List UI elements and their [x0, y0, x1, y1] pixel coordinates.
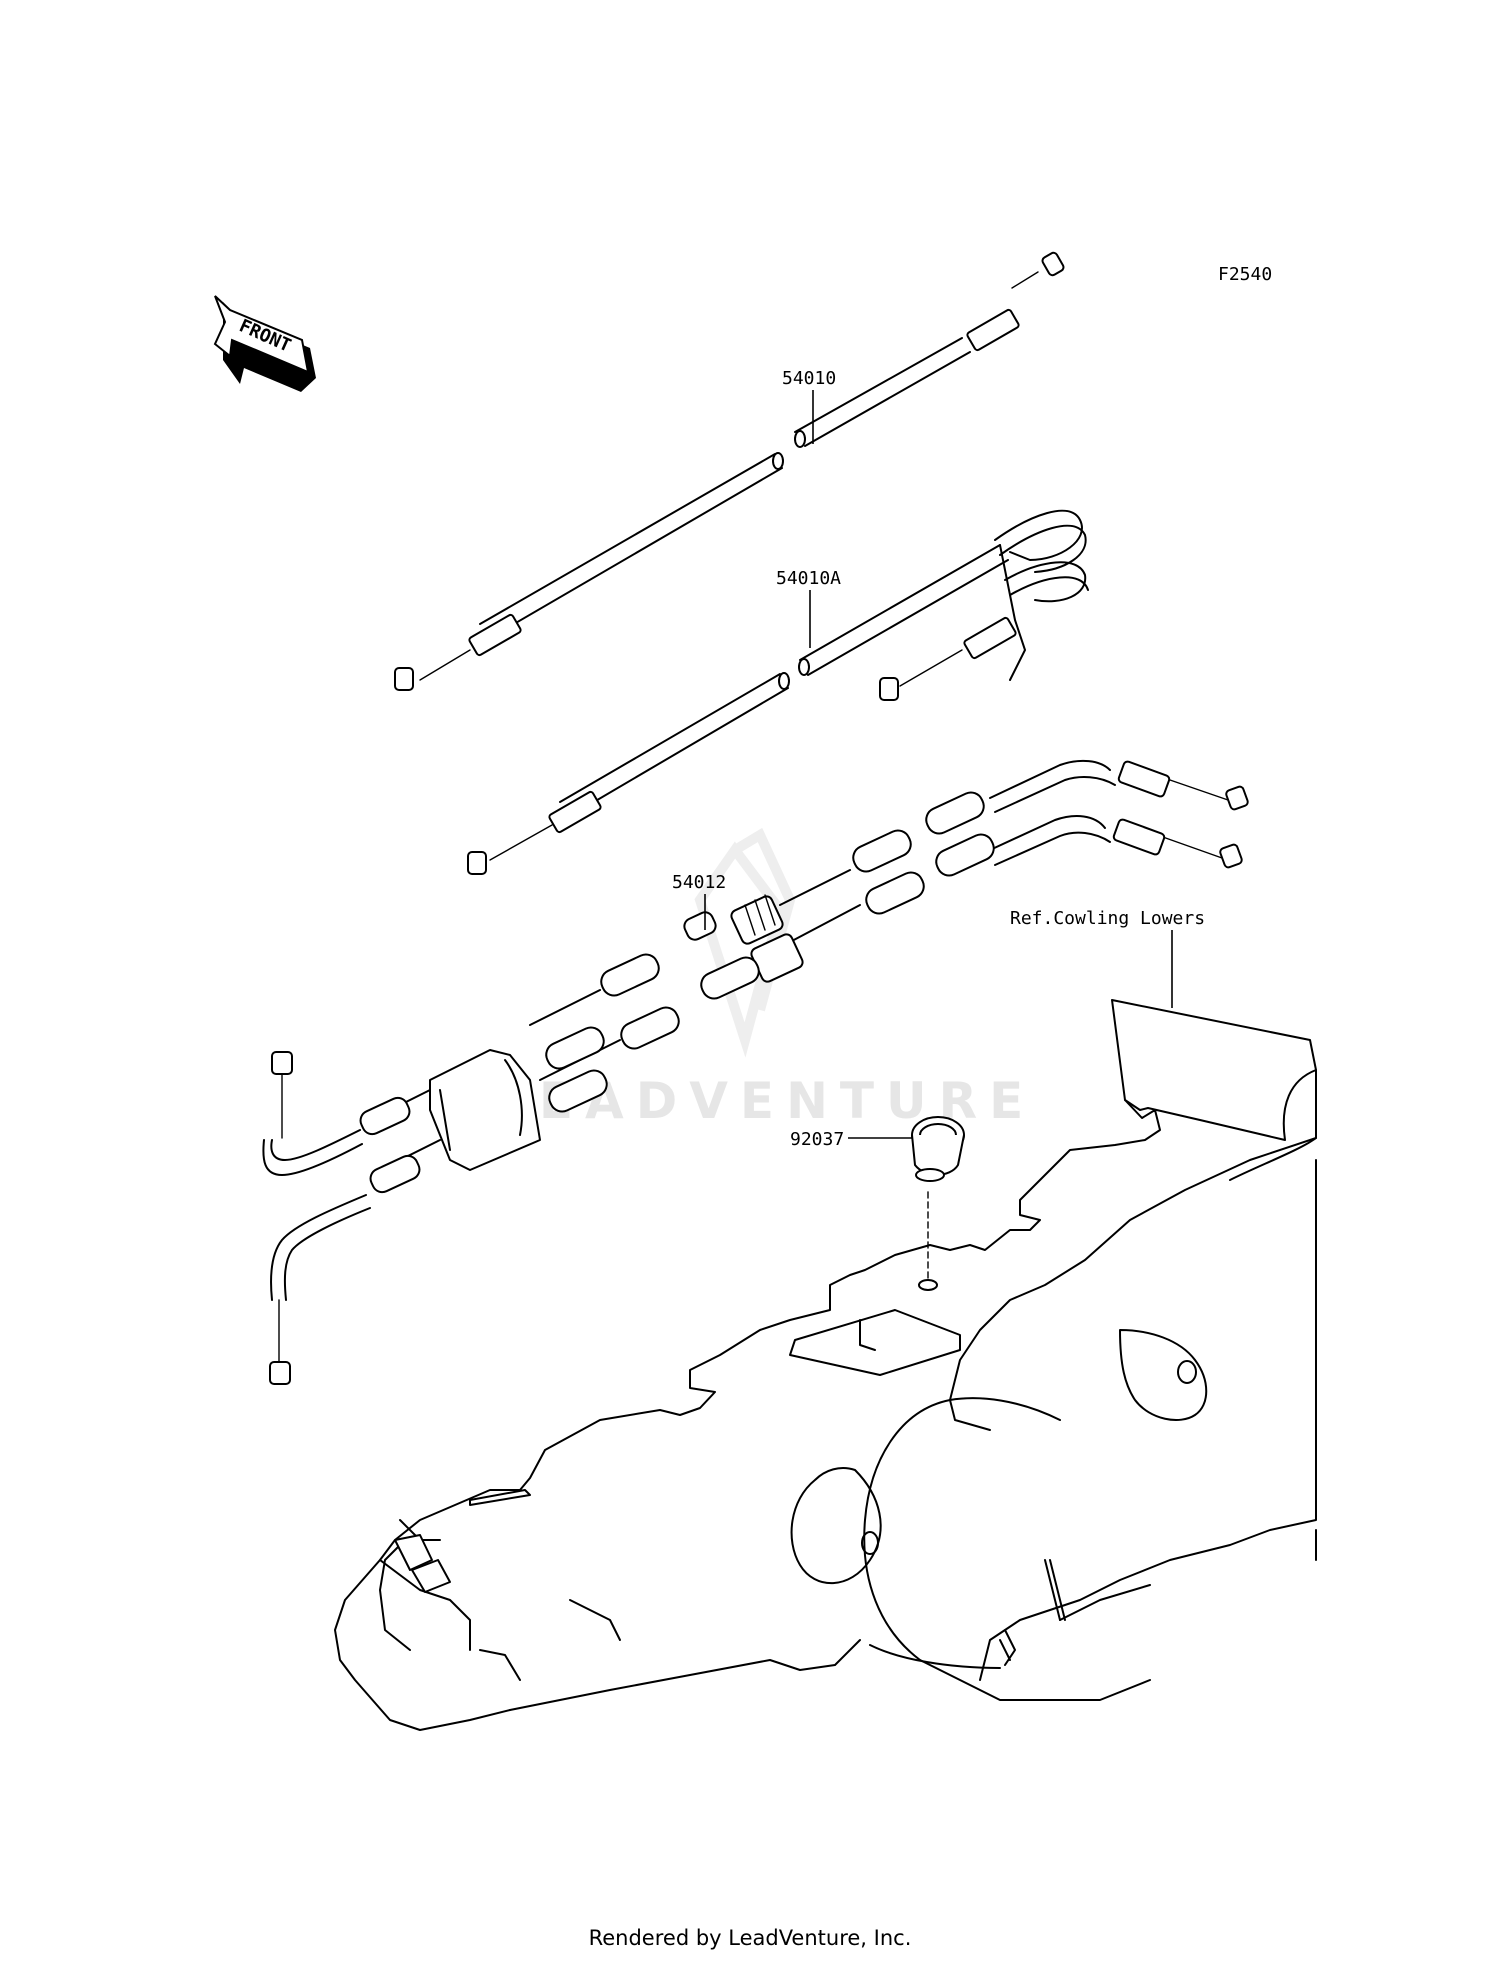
part-number-54010A: 54010A [776, 568, 841, 589]
footer-credit: Rendered by LeadVenture, Inc. [589, 1926, 912, 1950]
part-number-92037: 92037 [790, 1129, 844, 1150]
figure-code: F2540 [1218, 264, 1272, 285]
cable-54010 [394, 251, 1065, 691]
front-direction-arrow: FRONT [213, 295, 316, 392]
part-number-54010: 54010 [782, 368, 836, 389]
cable-54012 [262, 759, 1249, 1385]
grommet-92037 [911, 1116, 965, 1291]
part-number-54012: 54012 [672, 872, 726, 893]
cable-54010A [467, 509, 1089, 875]
part-callouts: 54010 54010A 54012 92037 Ref.Cowling Low… [672, 368, 1205, 1150]
cowling-lowers-frame [334, 999, 1317, 1731]
reference-label: Ref.Cowling Lowers [1010, 908, 1205, 929]
